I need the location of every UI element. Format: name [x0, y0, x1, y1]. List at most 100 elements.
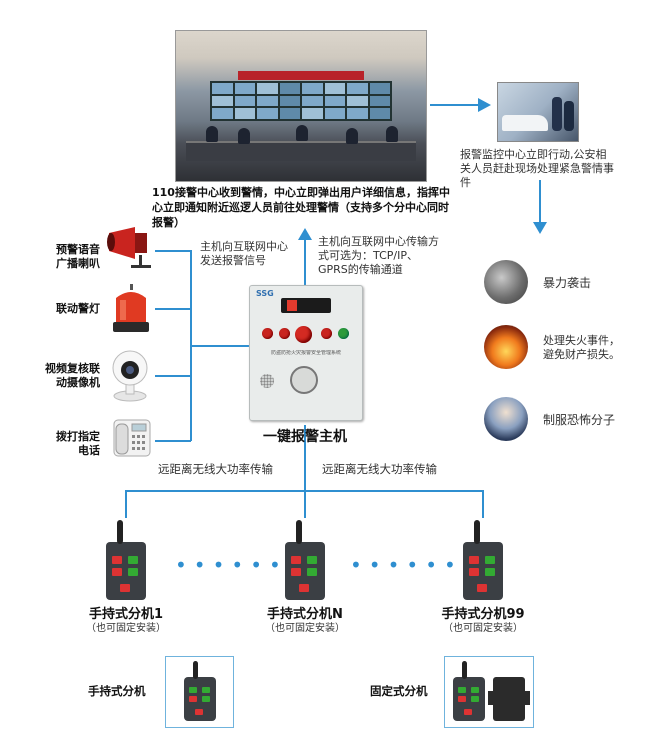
- video-wall: [210, 81, 392, 121]
- monitoring-center-photo: [175, 30, 427, 182]
- host-panel-text: 防盗防抢火灾报警安全管理系统: [270, 350, 341, 356]
- handset-1: [106, 520, 146, 600]
- host-button: [262, 328, 273, 339]
- handset-key: [307, 556, 317, 564]
- handset-key: [291, 556, 301, 564]
- device-link-host: [190, 345, 249, 347]
- host-display: [281, 298, 331, 313]
- handset-key: [307, 568, 317, 576]
- handset-key: [458, 687, 466, 693]
- handset-key: [195, 709, 203, 715]
- police-caption: 报警监控中心立即行动,公安相关人员赶赴现场处理紧急警情事件: [460, 148, 614, 189]
- fixed-unit-back: [488, 677, 530, 721]
- host-brand: SSG: [256, 289, 274, 298]
- operator-figure: [238, 128, 250, 144]
- police-response-photo: [497, 82, 579, 142]
- telephone-icon: [108, 414, 156, 462]
- handheld-unit: [184, 661, 216, 721]
- handset-key: [458, 696, 466, 702]
- handset-key: [299, 584, 309, 592]
- phone-label: 拨打指定电话: [56, 430, 100, 457]
- handset-key: [189, 696, 197, 702]
- fixed-frame: [444, 656, 534, 728]
- handset-key: [471, 687, 479, 693]
- terror-label: 制服恐怖分子: [543, 413, 616, 427]
- speaker-label: 预警语音广播喇叭: [56, 243, 100, 270]
- operator-desk: [186, 141, 416, 161]
- handset-key: [469, 568, 479, 576]
- ellipsis-dots-right: ••••••: [350, 553, 463, 577]
- police-officer: [552, 97, 562, 131]
- fire-icon: [484, 325, 528, 369]
- wireless-left-label: 远距离无线大功率传输: [158, 462, 273, 476]
- lamp-label: 联动警灯: [56, 302, 100, 315]
- camera-label: 视频复核联动摄像机: [45, 362, 100, 389]
- terrorist-icon: [484, 397, 528, 441]
- camera-icon: [108, 348, 152, 402]
- wireless-trunk: [304, 425, 306, 490]
- handset-key: [477, 584, 487, 592]
- device-link-lamp: [155, 308, 191, 310]
- fixed-unit-front: [453, 661, 485, 721]
- host-button: [321, 328, 332, 339]
- police-emblem-icon: [290, 366, 318, 394]
- warning-lamp-icon: [110, 284, 152, 334]
- transmission-text: 主机向互联网中心传输方式可选为：TCP/IP、GPRS的传输通道: [318, 235, 439, 276]
- operator-figure: [296, 125, 308, 141]
- handset-99-note: （也可固定安装）: [443, 623, 523, 634]
- handset-key: [291, 568, 301, 576]
- violence-icon: [484, 260, 528, 304]
- handset-99-name: 手持式分机99: [441, 607, 525, 622]
- device-link-camera: [155, 375, 191, 377]
- handset-key: [112, 556, 122, 564]
- handset-key: [120, 584, 130, 592]
- handheld-frame: [165, 656, 234, 728]
- police-car: [502, 115, 548, 131]
- handset-key: [464, 709, 472, 715]
- speaker-icon: [105, 225, 155, 270]
- handset-n-name: 手持式分机N: [267, 607, 343, 622]
- fire-label: 处理失火事件，避免财产损失。: [543, 334, 620, 361]
- connector-photo-to-police: [430, 104, 478, 106]
- operator-figure: [206, 126, 218, 142]
- host-alarm-button: [295, 326, 312, 343]
- handset-key: [485, 568, 495, 576]
- arrow-up-icon: [298, 228, 312, 240]
- operator-figure: [386, 126, 398, 142]
- handset-1-name: 手持式分机1: [88, 607, 164, 622]
- alarm-host-device: SSG 防盗防抢火灾报警安全管理系统: [249, 285, 363, 421]
- host-button: [279, 328, 290, 339]
- center-caption: 110接警中心收到警情，中心立即弹出用户详细信息，指挥中心立即通知附近巡逻人员前…: [152, 186, 450, 229]
- wireless-drop-n: [304, 490, 306, 518]
- handset-1-note: （也可固定安装）: [86, 623, 166, 634]
- wireless-drop-1: [125, 490, 127, 518]
- handset-key: [469, 556, 479, 564]
- host-button: [338, 328, 349, 339]
- arrow-right-icon: [478, 98, 491, 112]
- handset-key: [202, 696, 210, 702]
- host-label: 一键报警主机: [263, 429, 347, 445]
- handset-key: [128, 568, 138, 576]
- violence-label: 暴力袭击: [543, 276, 592, 290]
- host-signal-text: 主机向互联网中心发送报警信号: [200, 240, 288, 267]
- handset-key: [189, 687, 197, 693]
- handset-99: [463, 520, 503, 600]
- connector-host-up: [304, 240, 306, 285]
- device-link-phone: [155, 440, 191, 442]
- handset-key: [485, 556, 495, 564]
- device-link-speaker: [155, 250, 191, 252]
- connector-police-down: [539, 180, 541, 222]
- handset-key: [471, 696, 479, 702]
- center-banner: [238, 71, 364, 80]
- handset-n: [285, 520, 325, 600]
- handheld-label: 手持式分机: [88, 684, 146, 698]
- wireless-right-label: 远距离无线大功率传输: [322, 462, 437, 476]
- handset-key: [112, 568, 122, 576]
- handset-n-note: （也可固定安装）: [265, 623, 345, 634]
- fixed-label: 固定式分机: [370, 684, 428, 698]
- operator-figure: [346, 128, 358, 144]
- wireless-drop-99: [482, 490, 484, 518]
- police-officer: [564, 101, 574, 131]
- ellipsis-dots-left: ••••••: [175, 553, 288, 577]
- handset-key: [128, 556, 138, 564]
